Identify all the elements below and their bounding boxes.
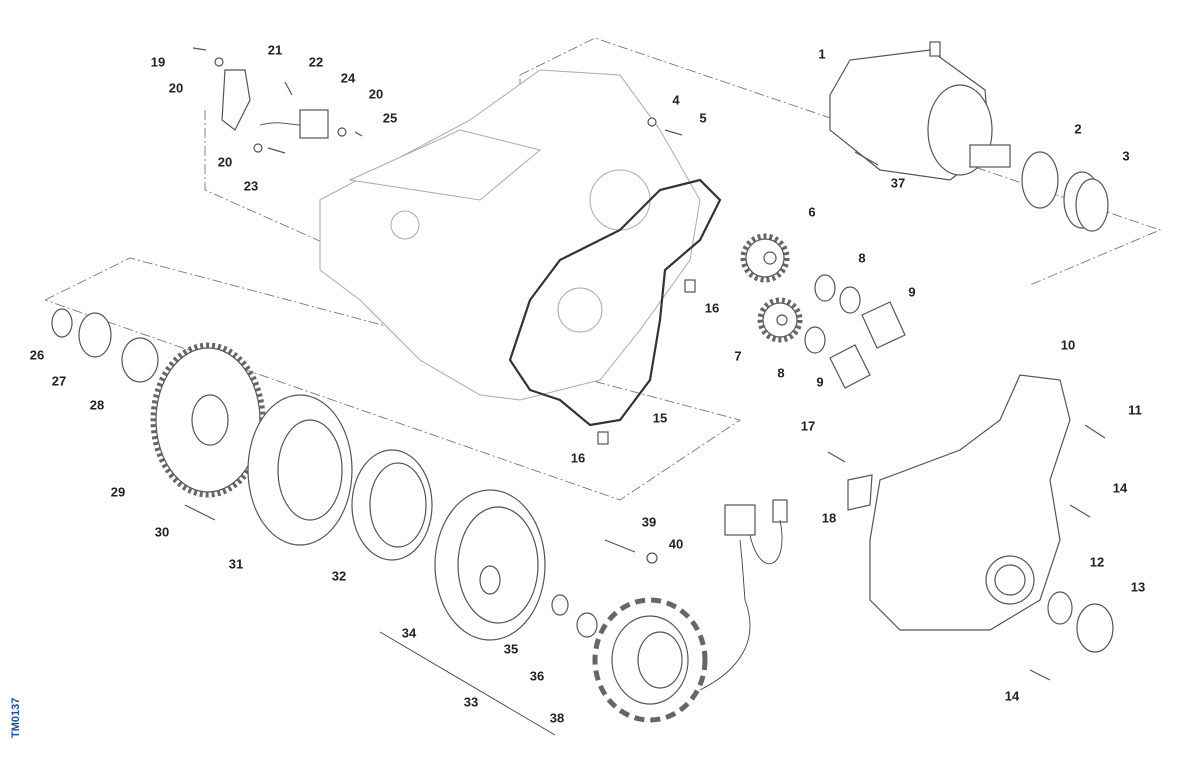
callout-8: 8: [777, 365, 784, 380]
callout-15: 15: [653, 410, 667, 425]
callout-10: 10: [1061, 337, 1075, 352]
callout-11: 11: [1128, 402, 1142, 417]
nut: [576, 612, 598, 638]
generator-cover: [869, 374, 1071, 631]
callout-labels: 1 2 3 4 5 6 7 8 8 9 9 10 11 12 13 14 14 …: [30, 42, 1145, 725]
shaft: [861, 301, 906, 349]
callout-12: 12: [1090, 554, 1104, 569]
callout-29: 29: [111, 484, 125, 499]
callout-31: 31: [229, 556, 243, 571]
callout-24: 24: [341, 70, 356, 85]
callout-28: 28: [90, 397, 104, 412]
callout-14: 14: [1113, 480, 1128, 495]
callout-33: 33: [464, 694, 478, 709]
callout-20: 20: [169, 80, 183, 95]
callout-6: 6: [808, 204, 815, 219]
callout-34: 34: [402, 625, 417, 640]
callout-8: 8: [858, 250, 865, 265]
callout-30: 30: [155, 524, 169, 539]
o-ring-b: [1075, 178, 1109, 232]
callout-22: 22: [309, 54, 323, 69]
callout-18: 18: [822, 510, 836, 525]
dowel: [684, 279, 696, 293]
callout-4: 4: [672, 92, 680, 107]
callout-38: 38: [550, 710, 564, 725]
callout-13: 13: [1131, 579, 1145, 594]
washer: [551, 594, 569, 616]
circlip: [51, 308, 73, 338]
plate: [847, 474, 873, 511]
assembly-bracket: [379, 631, 556, 736]
washer: [78, 312, 112, 358]
starter-gear: [150, 342, 266, 498]
callout-39: 39: [642, 514, 656, 529]
diagram-code: TM0137: [10, 697, 22, 738]
callout-16: 16: [705, 300, 719, 315]
bearing: [121, 337, 159, 383]
flywheel-rotor: [434, 489, 546, 641]
callout-37: 37: [891, 175, 905, 190]
callout-9: 9: [908, 284, 915, 299]
idler-gear-lower: [757, 297, 803, 343]
callout-26: 26: [30, 347, 44, 362]
callout-14: 14: [1005, 688, 1020, 703]
needle-bearing: [804, 326, 826, 354]
callout-23: 23: [244, 178, 258, 193]
callout-27: 27: [52, 373, 66, 388]
connector: [724, 504, 756, 536]
freewheel: [351, 449, 433, 561]
callout-21: 21: [268, 42, 282, 57]
callout-20: 20: [218, 154, 232, 169]
screws: [184, 47, 1106, 681]
connector: [772, 499, 788, 523]
callout-25: 25: [383, 110, 397, 125]
dowel: [597, 431, 609, 445]
callout-16: 16: [571, 450, 585, 465]
callout-5: 5: [699, 110, 706, 125]
callout-2: 2: [1074, 121, 1081, 136]
needle-bearing: [839, 286, 861, 314]
callout-32: 32: [332, 568, 346, 583]
plug: [1076, 603, 1114, 653]
shaft: [829, 344, 871, 389]
callout-40: 40: [669, 536, 683, 551]
pickup-sensor: [299, 109, 329, 139]
callout-9: 9: [816, 374, 823, 389]
callout-19: 19: [151, 54, 165, 69]
callout-36: 36: [530, 668, 544, 683]
gasket: [508, 178, 722, 427]
o-ring: [1047, 591, 1073, 625]
crankcase: [319, 69, 701, 401]
callout-3: 3: [1122, 148, 1129, 163]
starter-bushing: [1021, 151, 1059, 209]
freewheel-housing: [247, 394, 353, 546]
callout-35: 35: [504, 641, 518, 656]
starter-motor: [829, 41, 1011, 181]
idler-gear-upper: [740, 233, 790, 283]
stator: [592, 597, 708, 723]
callout-1: 1: [818, 46, 825, 61]
callout-17: 17: [801, 418, 815, 433]
needle-bearing: [814, 274, 836, 302]
callout-20: 20: [369, 86, 383, 101]
sensor-bracket: [221, 69, 251, 131]
callout-7: 7: [734, 348, 741, 363]
